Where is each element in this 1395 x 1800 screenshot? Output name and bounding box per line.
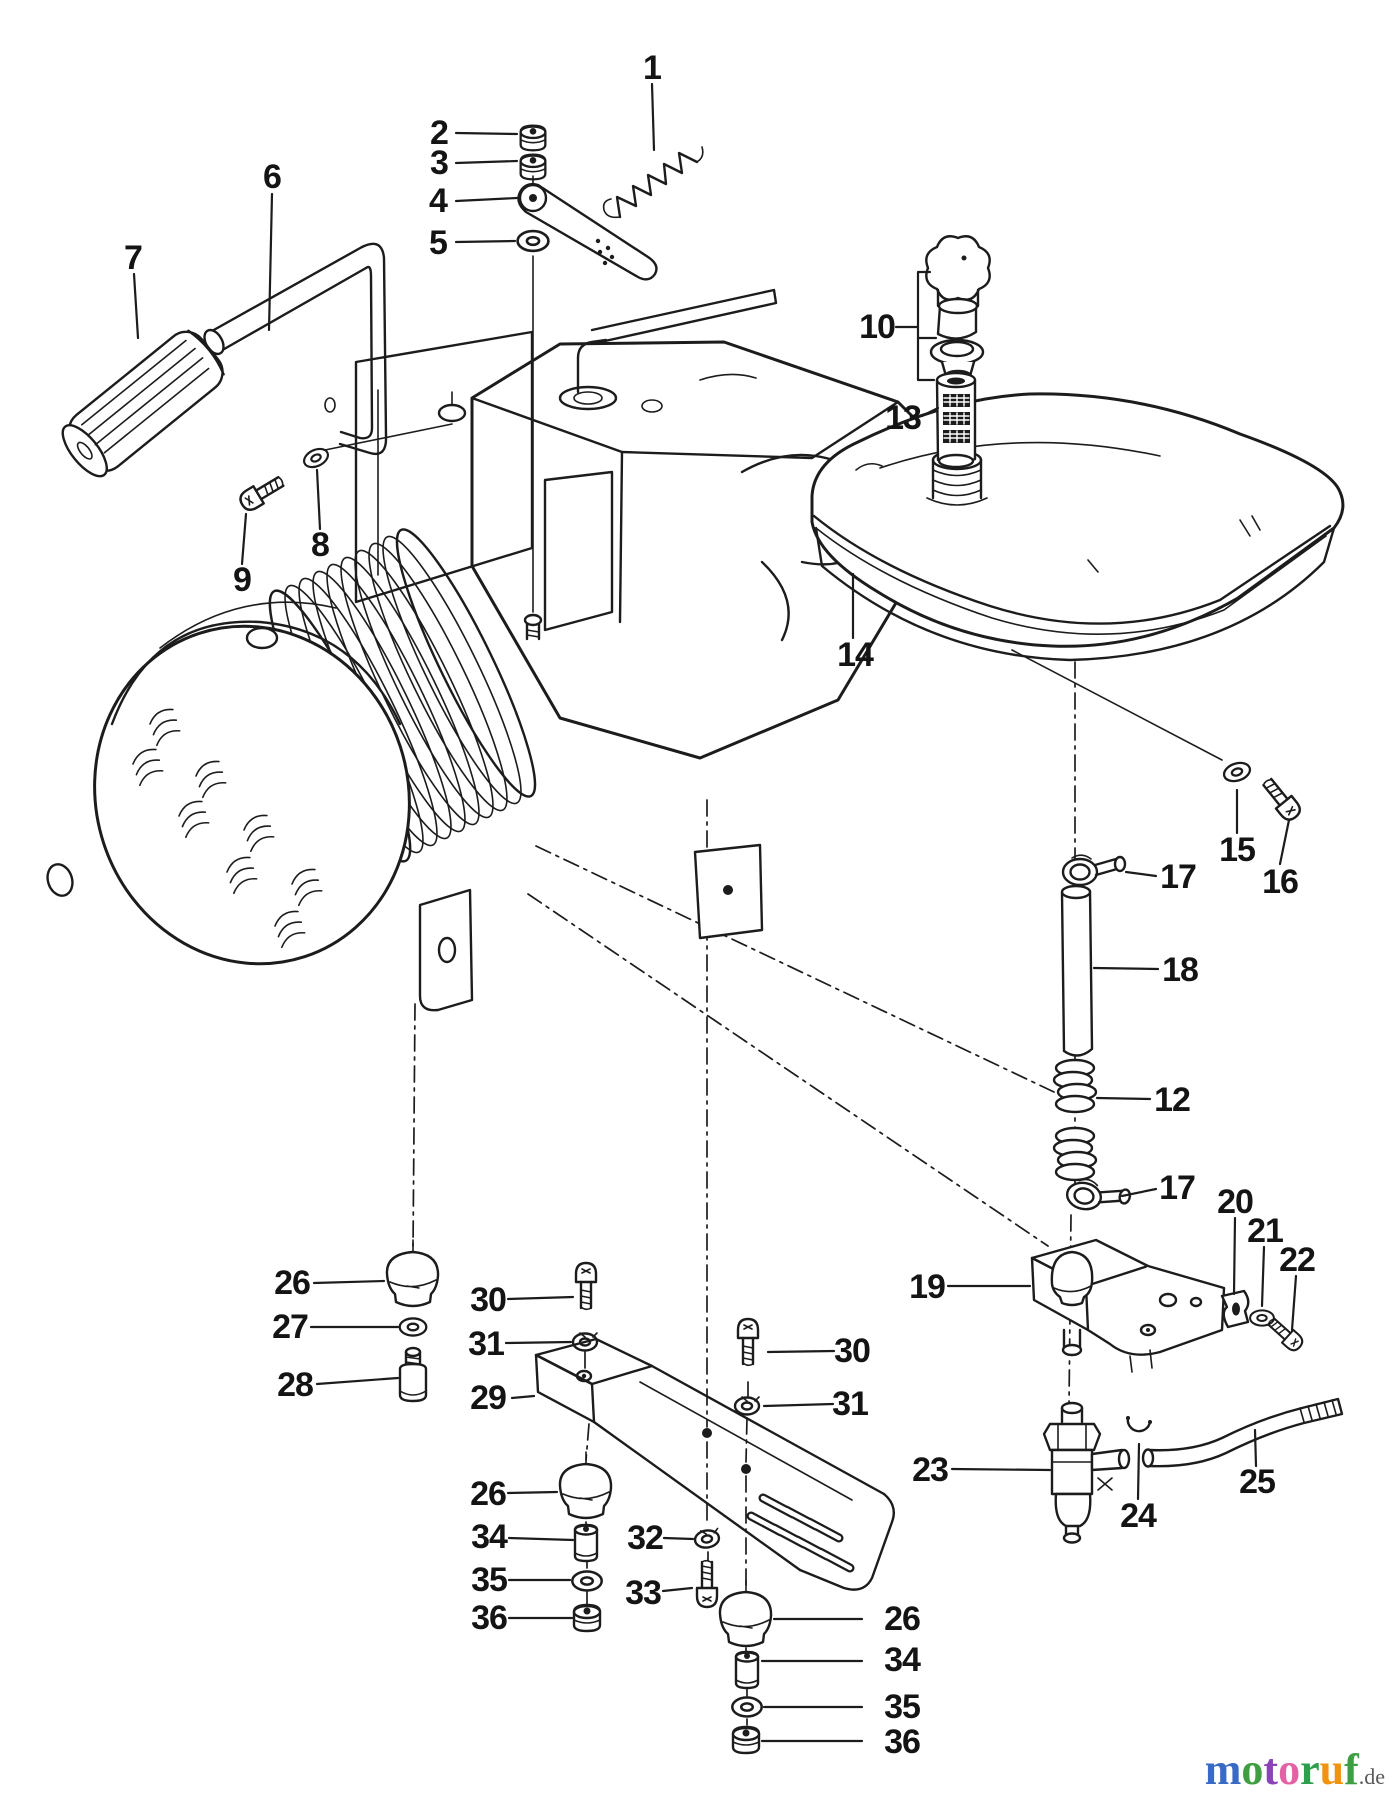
handle-bracket: [203, 242, 388, 456]
watermark-word: motoruf: [1205, 1745, 1359, 1794]
generator-end-cover: [93, 624, 411, 966]
watermark-suffix: .de: [1358, 1764, 1385, 1789]
mounting-feet: [418, 843, 764, 1012]
watermark-letter: m: [1204, 1745, 1242, 1794]
watermark-letter: r: [1300, 1745, 1320, 1794]
mount-washer-left: [398, 1317, 428, 1337]
fuel-hose: [1141, 1397, 1344, 1468]
handle-grip: [61, 329, 225, 478]
rubber-mount-left: [385, 1238, 440, 1308]
shim-plate: [1220, 1289, 1250, 1329]
lever-washer: [516, 229, 550, 253]
watermark-letter: o: [1278, 1745, 1301, 1794]
throttle-lever: [517, 182, 658, 281]
fuel-tube: [1060, 884, 1094, 1057]
cap-joint: [936, 297, 979, 340]
bolt-30b: [736, 1317, 760, 1367]
mount-stud: [398, 1346, 428, 1403]
watermark-letter: f: [1344, 1745, 1359, 1794]
tank-washer: [1220, 758, 1254, 786]
fuel-tank: [810, 392, 1345, 662]
watermark-logo: motoruf.de: [1205, 1748, 1385, 1792]
shim-washer: [1249, 1309, 1275, 1327]
shroud-plate: [354, 330, 534, 604]
fuel-strainer: [935, 371, 977, 469]
rubber-mount-center: [558, 1450, 613, 1520]
hose-clamp-upper: [1061, 854, 1127, 887]
spacer-34a: [573, 1523, 599, 1563]
leader-lines: [132, 82, 1298, 1743]
bracket-bolt: [235, 471, 289, 515]
tube-spring: [1052, 1058, 1098, 1182]
generator: [46, 528, 764, 1012]
bolt-33: [695, 1559, 719, 1609]
fuel-valve: [1042, 1401, 1131, 1544]
spacer-34b: [734, 1650, 760, 1690]
watermark-letter: u: [1319, 1745, 1345, 1794]
nut-36b: [731, 1725, 761, 1755]
valve-bracket: [1030, 1238, 1226, 1373]
washer-32: [692, 1527, 722, 1551]
washer-31b: [733, 1395, 761, 1416]
shim-screw: [1263, 1313, 1307, 1355]
nut-36a: [572, 1603, 602, 1633]
tank-bolt: [1257, 773, 1305, 825]
bolt-30a: [574, 1261, 598, 1311]
throttle-spring: [602, 146, 704, 219]
washer-35a: [571, 1570, 603, 1592]
lever-nuts: [519, 124, 547, 185]
axis-lines: [412, 661, 1076, 1726]
foot-plate: [534, 1337, 895, 1591]
watermark-letter: t: [1263, 1745, 1279, 1794]
washer-35b: [731, 1696, 763, 1718]
watermark-letter: o: [1241, 1745, 1264, 1794]
foot-plate-ribs: [746, 1493, 855, 1573]
engine-stud: [523, 613, 543, 641]
rubber-mount-right: [718, 1578, 773, 1648]
hose-clip: [1126, 1416, 1152, 1433]
